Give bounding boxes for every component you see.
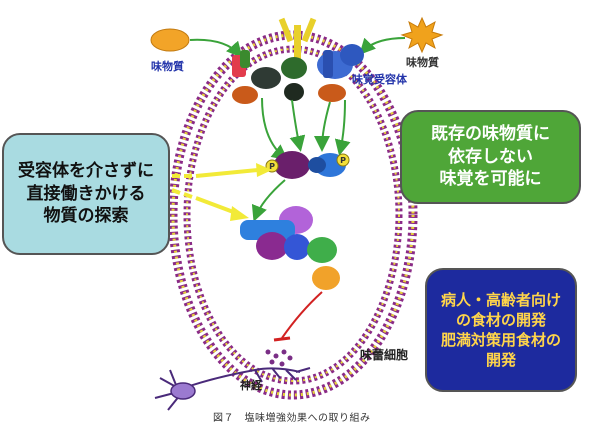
box-independent-taste: 既存の味物質に 依存しない 味覚を可能に (400, 110, 581, 204)
tastant-right-star (400, 16, 444, 54)
box-blue-line-3: 肥満対策用食材の (440, 331, 561, 349)
box-blue-line-4: 開発 (485, 351, 516, 370)
arrow-right-to-p2 (314, 101, 331, 152)
label-tastant-left: 味物質 (151, 60, 184, 73)
arrow-right-to-p2b (334, 99, 351, 156)
box-blue-line-2: の食材の開発 (455, 310, 546, 329)
label-taste-receptor: 味覚受容体 (352, 73, 407, 86)
box-blue-line-1: 病人・高齢者向け (440, 290, 561, 309)
phospho-protein-left: P (265, 151, 310, 179)
yellow-receptor (278, 17, 317, 60)
receptor-complex-center (281, 57, 307, 101)
arrow-tastant-right (359, 37, 406, 55)
box-food-development: 病人・高齢者向け の食材の開発 肥満対策用食材の 開発 (425, 268, 577, 392)
arrow-to-cluster (251, 179, 286, 222)
figure-caption: 図７ 塩味増強効果への取り組み (213, 413, 371, 424)
nerve-soma (170, 382, 196, 400)
arrow-center-to-p1 (289, 99, 306, 152)
label-taste-bud-cell: 味蕾細胞 (360, 348, 409, 362)
phospho-p-right: P (340, 156, 346, 165)
box-left-line-2: 直接働きかける (26, 183, 146, 204)
box-green-line-1: 既存の味物質に (431, 123, 550, 144)
phospho-protein-right: P (308, 153, 350, 177)
tastant-left-shape (150, 28, 190, 52)
cell-membrane (168, 30, 418, 400)
box-green-line-2: 依存しない (448, 146, 533, 167)
taste-receptor-blue (317, 44, 364, 102)
phospho-p-left: P (269, 162, 275, 171)
arrow-tastant-left (189, 38, 243, 58)
label-nerve: 神経 (240, 379, 262, 392)
box-left-line-3: 物質の探索 (43, 206, 129, 227)
inhibit-line (281, 291, 323, 339)
inhibit-bar (273, 336, 291, 342)
nerve-neuron (154, 367, 311, 411)
arrow-left-to-p1 (261, 97, 289, 161)
receptor-complex-left (232, 50, 281, 104)
label-tastant-right: 味物質 (406, 56, 439, 69)
signaling-cluster (240, 206, 340, 290)
synapse-vesicles (265, 349, 293, 367)
box-left-line-1: 受容体を介さずに (18, 160, 154, 181)
box-green-line-3: 味覚を可能に (439, 169, 542, 190)
box-direct-acting-substances: 受容体を介さずに 直接働きかける 物質の探索 (2, 133, 170, 255)
yellow-arrows (171, 163, 272, 221)
